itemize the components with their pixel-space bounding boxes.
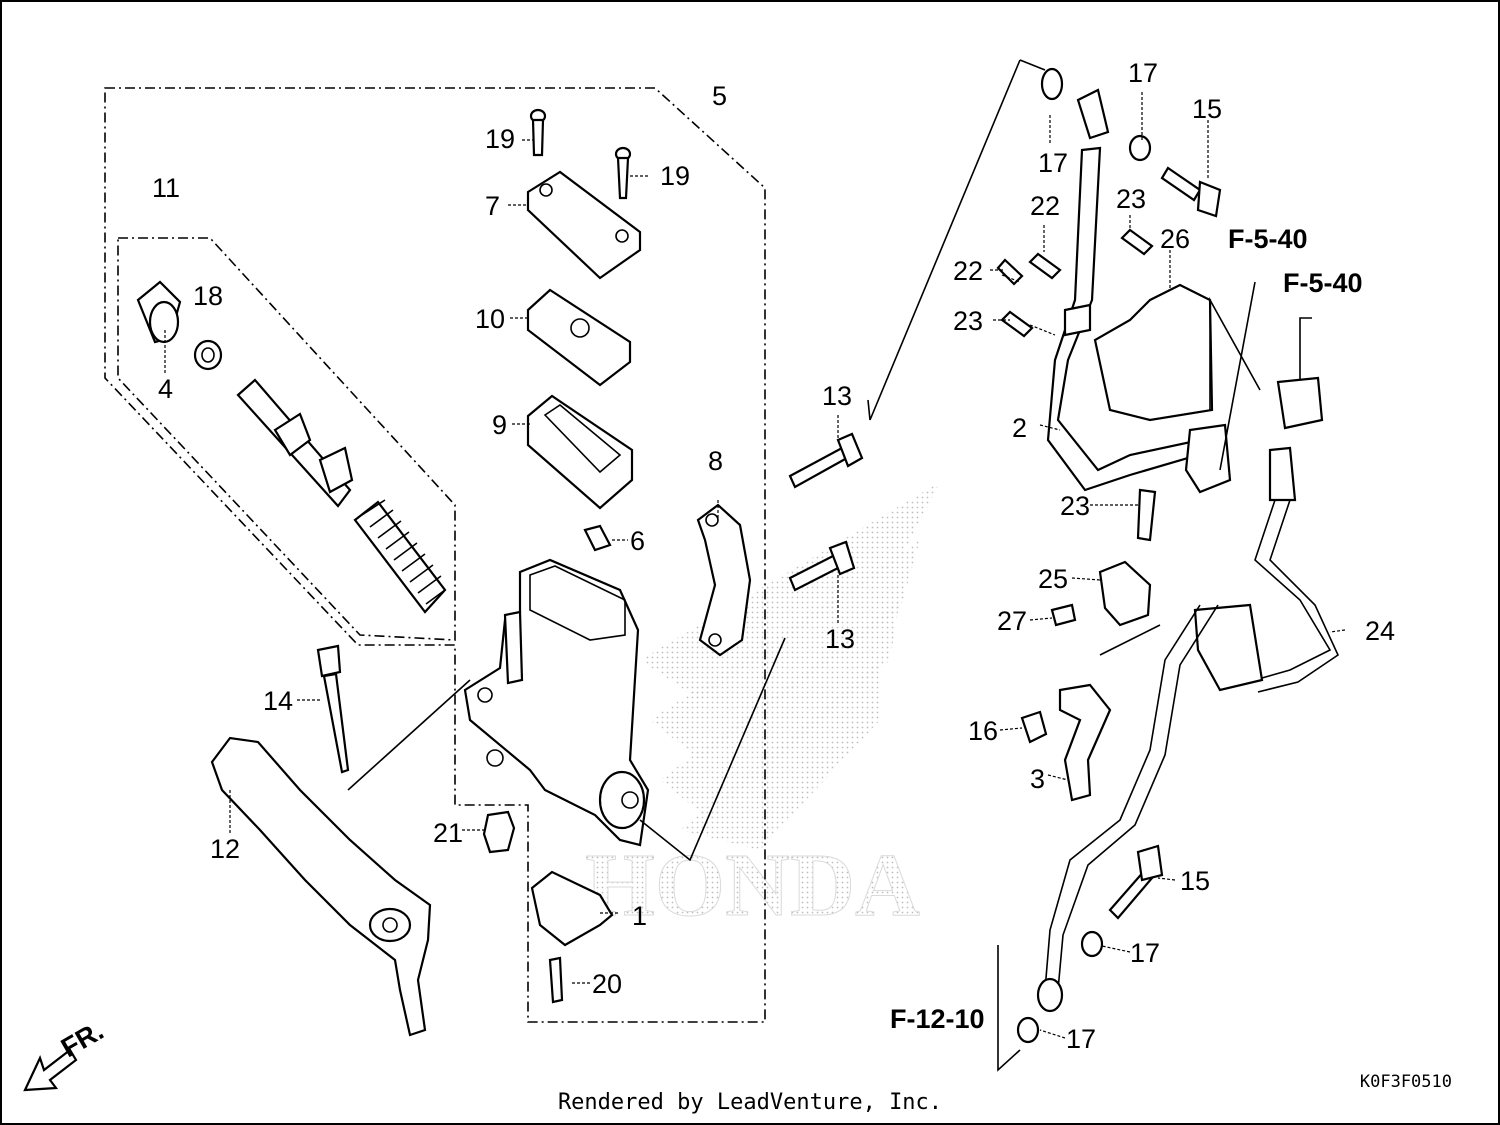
part-23-bolt-c[interactable] <box>1136 488 1157 542</box>
part-22-bolt-a[interactable] <box>1028 252 1062 280</box>
ref-f-5-40-a: F-5-40 <box>1228 224 1308 254</box>
part-7-reservoir-cap[interactable] <box>526 170 642 280</box>
part-27-bolt[interactable] <box>1050 603 1077 627</box>
label-8: 8 <box>708 446 723 476</box>
part-24-brake-hose[interactable] <box>1044 376 1340 991</box>
part-2-brake-hose[interactable] <box>1040 67 1232 494</box>
part-23-bolt-b[interactable] <box>1000 310 1034 338</box>
label-20: 20 <box>592 969 622 999</box>
part-19-screw-b[interactable] <box>614 146 632 200</box>
part-21-nut[interactable] <box>482 810 516 854</box>
label-18: 18 <box>193 281 223 311</box>
label-5: 5 <box>712 81 727 111</box>
assembly-5-boundary <box>104 87 766 1023</box>
label-23a: 23 <box>1116 184 1146 214</box>
part-13-bolt-lower[interactable] <box>788 540 856 592</box>
part-25-clamp[interactable] <box>1098 560 1152 627</box>
part-26-bracket[interactable] <box>1093 283 1214 422</box>
label-27: 27 <box>997 606 1027 636</box>
label-25: 25 <box>1038 564 1068 594</box>
label-17b: 17 <box>1128 58 1158 88</box>
label-13a: 13 <box>822 381 852 411</box>
label-4: 4 <box>158 374 173 404</box>
part-20-screw[interactable] <box>548 956 564 1004</box>
label-22a: 22 <box>1030 191 1060 221</box>
part-labels: 5 19 19 7 10 9 6 11 18 4 8 13 13 14 12 2… <box>152 58 1395 1054</box>
label-23c: 23 <box>1060 491 1090 521</box>
part-22-bolt-b[interactable] <box>996 258 1024 286</box>
label-14: 14 <box>263 686 293 716</box>
part-15-bolt-upper[interactable] <box>1160 166 1222 218</box>
part-11-piston-set[interactable] <box>236 378 354 508</box>
label-2: 2 <box>1012 413 1027 443</box>
leader-lines <box>164 92 1346 1039</box>
label-12: 12 <box>210 834 240 864</box>
part-14-pivot-bolt[interactable] <box>316 644 350 774</box>
part-17-washer-a[interactable] <box>1128 134 1152 162</box>
assembly-11-boundary <box>117 237 456 641</box>
label-1: 1 <box>632 901 647 931</box>
master-cylinder-body[interactable] <box>463 558 650 847</box>
banjo-fitting-lower[interactable] <box>1036 977 1064 1013</box>
front-direction-arrow: FR. <box>23 1015 109 1092</box>
part-11-spring[interactable] <box>353 499 447 614</box>
label-17a: 17 <box>1038 148 1068 178</box>
part-23-bolt-a[interactable] <box>1120 228 1154 256</box>
part-16-nut[interactable] <box>1020 710 1048 744</box>
part-15-bolt-lower[interactable] <box>1108 844 1164 920</box>
part-1-switch[interactable] <box>530 870 614 947</box>
label-15a: 15 <box>1192 94 1222 124</box>
part-19-screw-a[interactable] <box>529 108 547 157</box>
footer-credit: Rendered by LeadVenture, Inc. <box>557 1090 943 1115</box>
part-17-washer-b[interactable] <box>1080 930 1104 958</box>
label-22b: 22 <box>953 256 983 286</box>
part-4-boot[interactable] <box>136 280 182 344</box>
part-17-washer-c[interactable] <box>1016 1016 1040 1044</box>
label-26: 26 <box>1160 224 1190 254</box>
part-12-lever[interactable] <box>210 736 432 1037</box>
callout-lines <box>347 59 1312 1072</box>
label-16: 16 <box>968 716 998 746</box>
part-3-bracket[interactable] <box>1058 683 1112 802</box>
part-9-diaphragm[interactable] <box>526 394 634 510</box>
part-8-holder[interactable] <box>696 503 752 657</box>
label-17c: 17 <box>1130 938 1160 968</box>
reference-labels: F-5-40 F-5-40 F-12-10 <box>890 224 1363 1034</box>
part-6-float[interactable] <box>583 524 612 552</box>
honda-watermark-text: HONDA <box>585 836 920 935</box>
ref-f-5-40-b: F-5-40 <box>1283 268 1363 298</box>
part-18-circlip[interactable] <box>193 339 223 371</box>
label-9: 9 <box>492 410 507 440</box>
label-3: 3 <box>1030 764 1045 794</box>
label-19a: 19 <box>485 124 515 154</box>
label-21: 21 <box>433 818 463 848</box>
label-13b: 13 <box>825 624 855 654</box>
label-19b: 19 <box>660 161 690 191</box>
label-15b: 15 <box>1180 866 1210 896</box>
label-24: 24 <box>1365 616 1395 646</box>
label-17d: 17 <box>1066 1024 1096 1054</box>
ref-f-12-10: F-12-10 <box>890 1004 985 1034</box>
label-23b: 23 <box>953 306 983 336</box>
label-10: 10 <box>475 304 505 334</box>
part-10-plate[interactable] <box>526 288 632 387</box>
label-11: 11 <box>152 173 180 203</box>
label-7: 7 <box>485 191 500 221</box>
diagram-code: K0F3F0510 <box>1359 1072 1452 1092</box>
part-13-bolt-upper[interactable] <box>788 432 864 489</box>
label-6: 6 <box>630 526 645 556</box>
